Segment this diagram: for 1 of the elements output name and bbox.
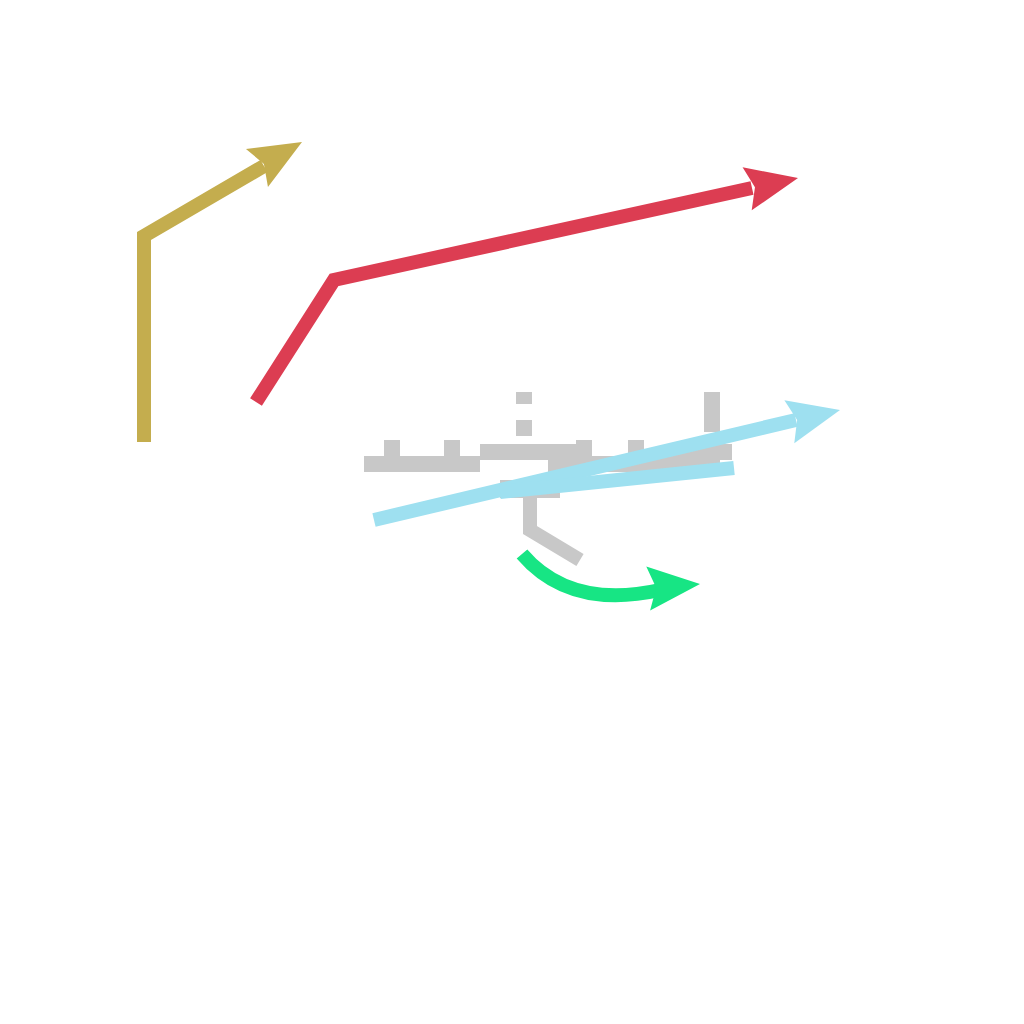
- abstract-shape-drawing: [364, 392, 732, 566]
